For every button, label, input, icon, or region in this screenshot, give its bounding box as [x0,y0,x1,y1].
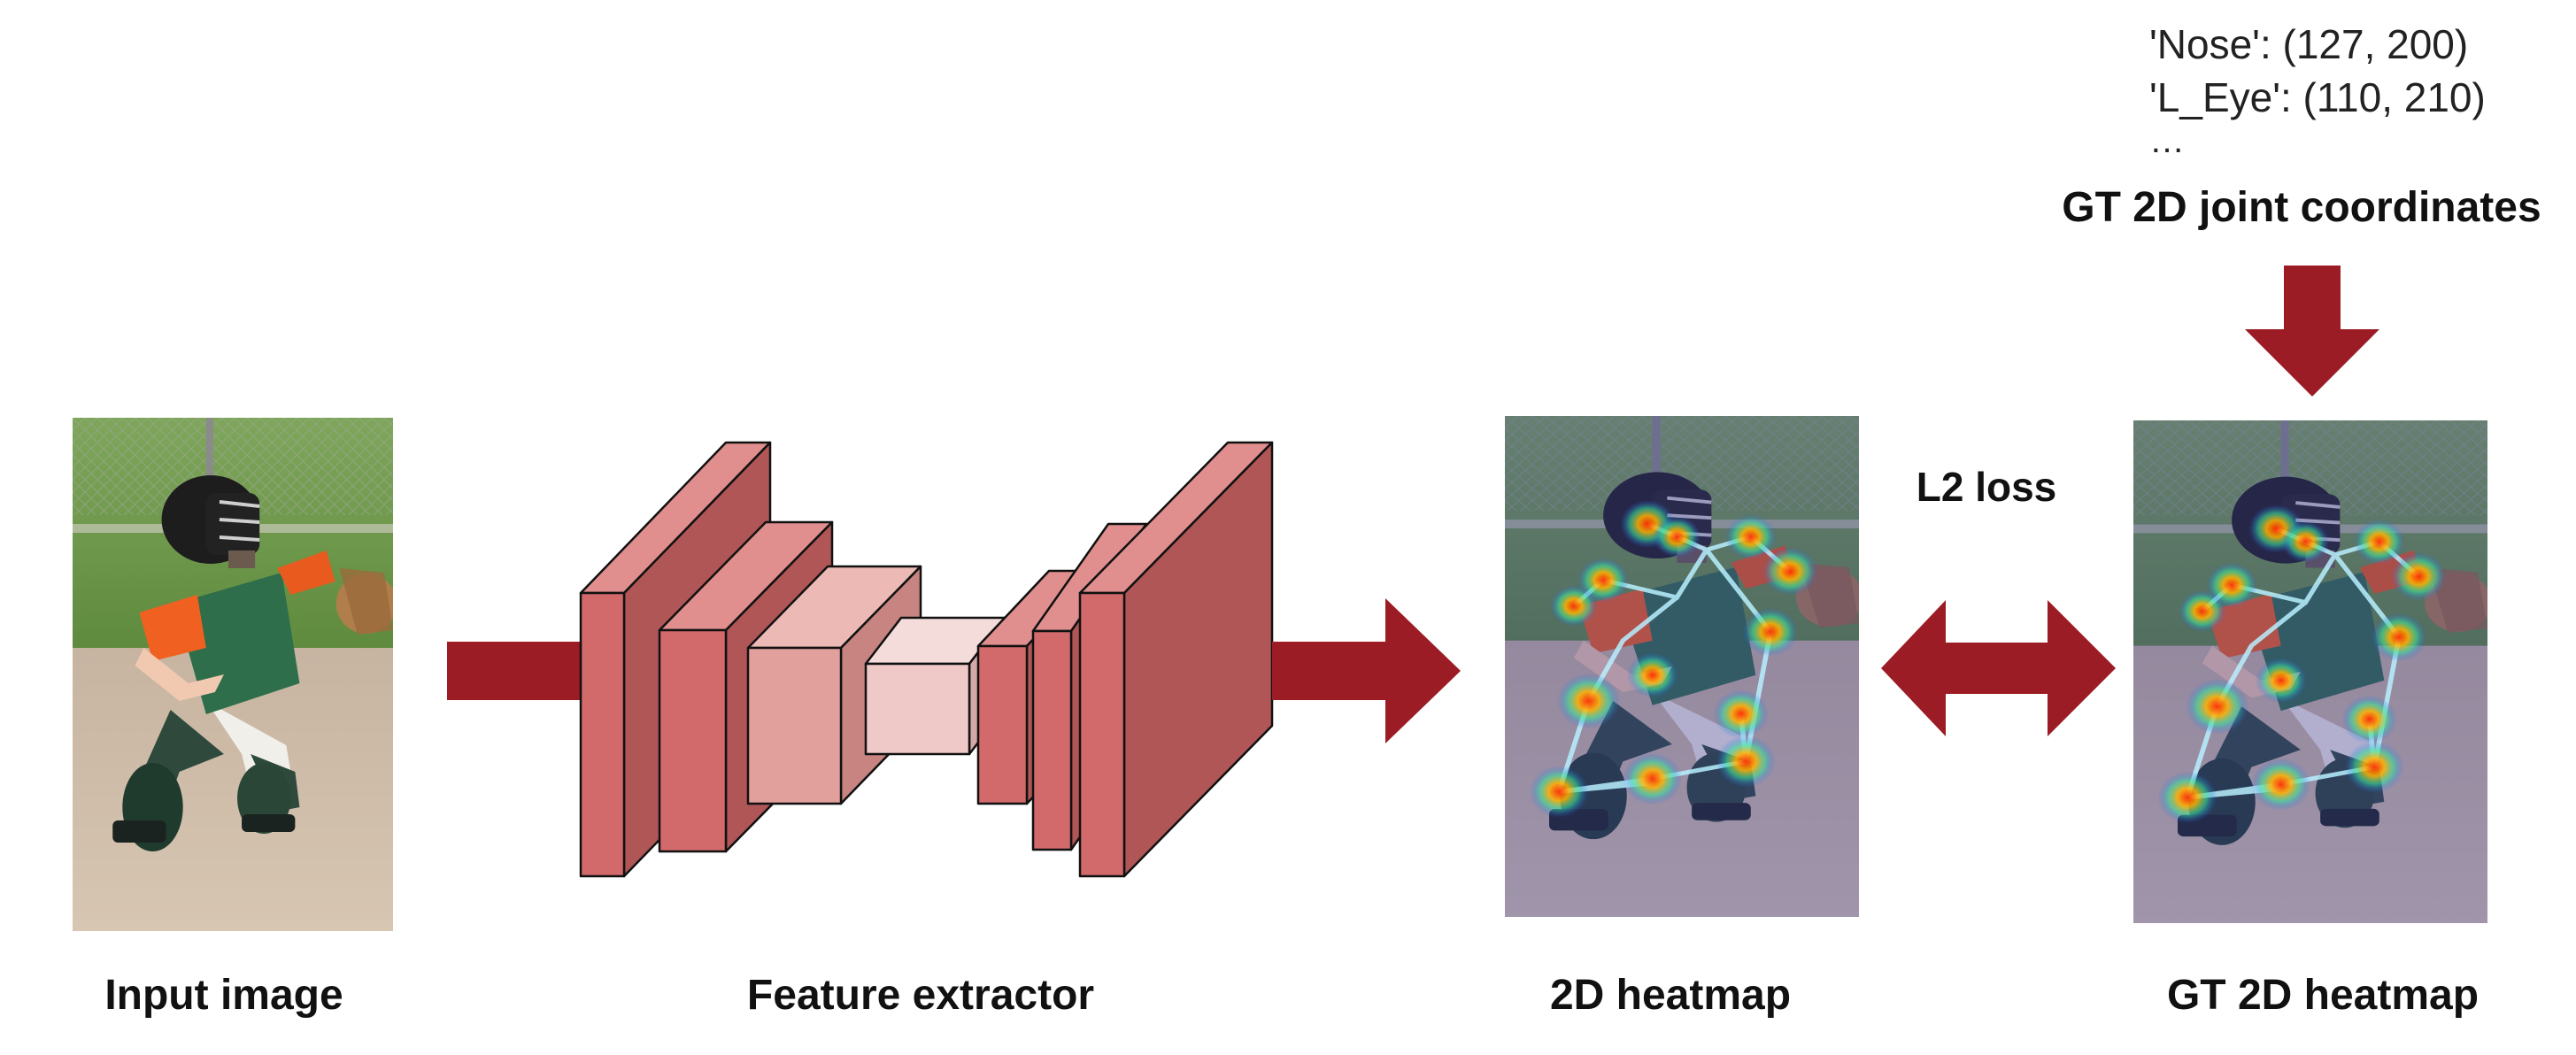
bottleneck-layer-front [864,662,971,756]
gt-heatmap-2d-label: GT 2D heatmap [2167,972,2479,1019]
feature-extractor-label: Feature extractor [747,972,1094,1019]
gt-coordinate-line-nose: 'Nose': (127, 200) [2149,21,2468,67]
gt-coordinate-line-left-eye: 'L_Eye': (110, 210) [2149,74,2486,120]
gt-heatmap-image [2133,420,2487,923]
l2-loss-double-arrow [1881,600,2116,736]
heatmap-2d-label: 2D heatmap [1550,972,1791,1019]
decoder-layer-2-front [1031,629,1073,851]
decoder-layer-3-front [1078,591,1126,878]
decoder-layer-1-front [976,644,1029,805]
feature-extractor-block [579,441,1274,878]
encoder-layer-1-front [579,591,626,878]
arrow-extractor-to-heatmap [1272,598,1461,743]
gt-coordinates-title: GT 2D joint coordinates [2062,184,2541,231]
gt-coordinate-line-ellipsis: … [2149,121,2185,160]
predicted-heatmap-image [1505,416,1859,917]
arrow-input-to-extractor [447,642,589,700]
input-image [73,418,397,931]
encoder-layer-3-front [746,646,843,805]
input-image-label: Input image [104,972,343,1019]
l2-loss-label: L2 loss [1917,464,2057,510]
encoder-layer-2-front [658,628,728,853]
arrow-coordinates-to-gt-heatmap [2245,266,2379,397]
